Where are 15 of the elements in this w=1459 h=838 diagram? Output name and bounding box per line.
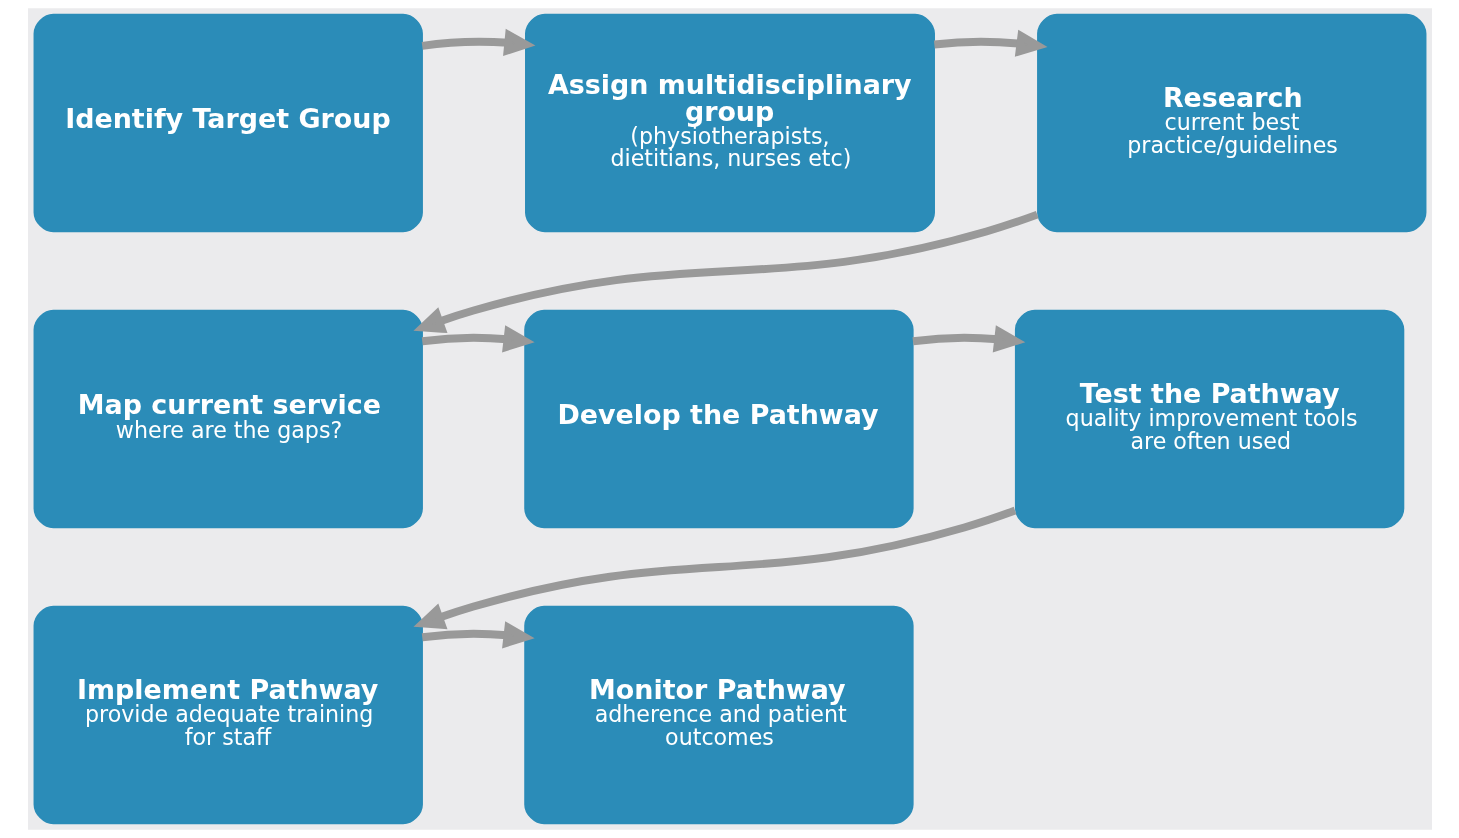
node-box: Develop the Pathway <box>523 309 914 529</box>
arrow <box>412 210 1039 334</box>
node-box: Assign multidisciplinary group (physiotherapists, dietitians, nurses etc) <box>524 13 935 233</box>
node-box: Map current service where are the gaps? <box>33 309 423 529</box>
node-box: Monitor Pathway adherence and patient outcomes <box>523 605 914 825</box>
arrow <box>413 506 1016 630</box>
node-box: Implement Pathway provide adequate training for staff <box>33 605 423 825</box>
node-box: Test the Pathway quality improvement tools are often used <box>1014 309 1404 529</box>
arrow <box>912 325 1025 353</box>
arrow <box>421 28 535 56</box>
node-box: Identify Target Group <box>33 13 423 233</box>
node-box: Research current best practice/guidelines <box>1036 13 1426 233</box>
arrow <box>421 325 535 353</box>
arrow <box>421 621 535 649</box>
arrow <box>933 29 1048 57</box>
